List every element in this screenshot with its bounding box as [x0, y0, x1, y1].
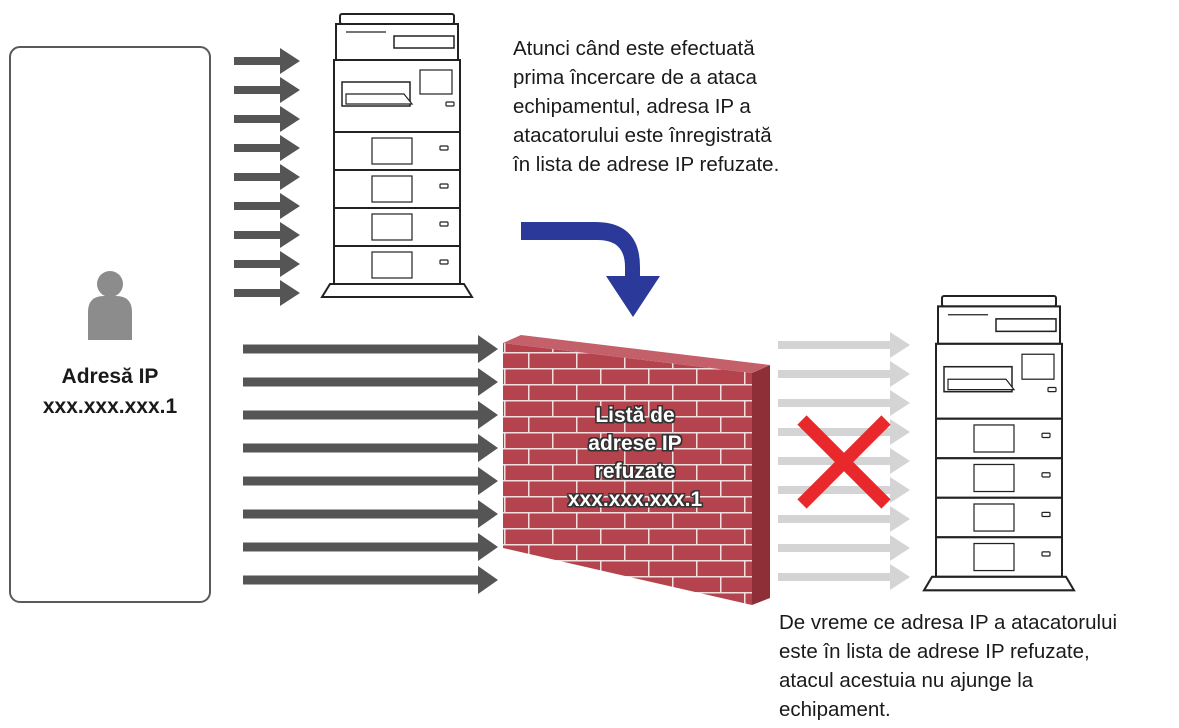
note-top-line: atacatorului este înregistrată — [513, 124, 772, 147]
note-top-line: Atunci când este efectuată — [513, 37, 755, 60]
note-bottom-line: atacul acestuia nu ajunge la — [779, 669, 1034, 692]
blocked-arrow — [778, 390, 910, 416]
denied-list-label: Listă de adrese IP refuzate xxx.xxx.xxx.… — [520, 402, 750, 514]
attack-arrow — [234, 280, 300, 306]
note-top-line: în lista de adrese IP refuzate. — [513, 153, 780, 176]
printer-right-icon — [922, 294, 1076, 592]
note-top-line: echipamentul, adresa IP a — [513, 95, 751, 118]
blocked-arrow — [778, 361, 910, 387]
attack-arrow — [234, 251, 300, 277]
attack-arrow — [234, 48, 300, 74]
attack-arrow — [243, 335, 498, 363]
denied-list-ip: xxx.xxx.xxx.1 — [567, 488, 703, 511]
denied-list-line1: Listă de — [595, 404, 675, 427]
brick-wall-icon — [503, 335, 770, 605]
attack-arrow — [243, 533, 498, 561]
blocked-arrow — [778, 564, 910, 590]
attack-arrow — [234, 164, 300, 190]
note-bottom-line: De vreme ce adresa IP a atacatorului — [779, 611, 1118, 634]
curved-arrow-icon — [521, 222, 660, 317]
denied-list-line2: adrese IP — [588, 432, 682, 455]
note-top-line: prima încercare de a ataca — [513, 66, 757, 89]
note-bottom-line: este în lista de adrese IP refuzate, — [779, 640, 1090, 663]
attack-arrow — [243, 401, 498, 429]
blocked-arrow — [778, 332, 910, 358]
blocked-arrow — [778, 419, 910, 445]
attack-arrow — [243, 434, 498, 462]
attack-arrow — [234, 193, 300, 219]
cross-icon — [797, 415, 891, 509]
attack-arrow — [243, 500, 498, 528]
user-icon — [88, 271, 132, 340]
note-top: Atunci când este efectuată prima încerca… — [513, 34, 779, 179]
attack-arrow — [234, 222, 300, 248]
attack-arrow — [234, 106, 300, 132]
printer-top-icon — [321, 13, 473, 298]
attack-arrows-top — [234, 48, 300, 306]
attack-arrow — [243, 368, 498, 396]
attacker-ip-label: Adresă IP xxx.xxx.xxx.1 — [10, 362, 210, 422]
blocked-arrow — [778, 477, 910, 503]
blocked-arrow — [778, 535, 910, 561]
attacker-ip-value: xxx.xxx.xxx.1 — [42, 395, 178, 418]
attack-arrow — [234, 135, 300, 161]
note-bottom: De vreme ce adresa IP a atacatorului est… — [779, 608, 1117, 724]
note-bottom-line: echipament. — [779, 698, 891, 721]
attack-arrow — [234, 77, 300, 103]
denied-list-line3: refuzate — [594, 460, 676, 483]
attack-arrow — [243, 467, 498, 495]
blocked-arrow — [778, 506, 910, 532]
attacker-ip-title: Adresă IP — [61, 365, 159, 388]
attack-arrows-wall — [243, 335, 498, 594]
attack-arrow — [243, 566, 498, 594]
